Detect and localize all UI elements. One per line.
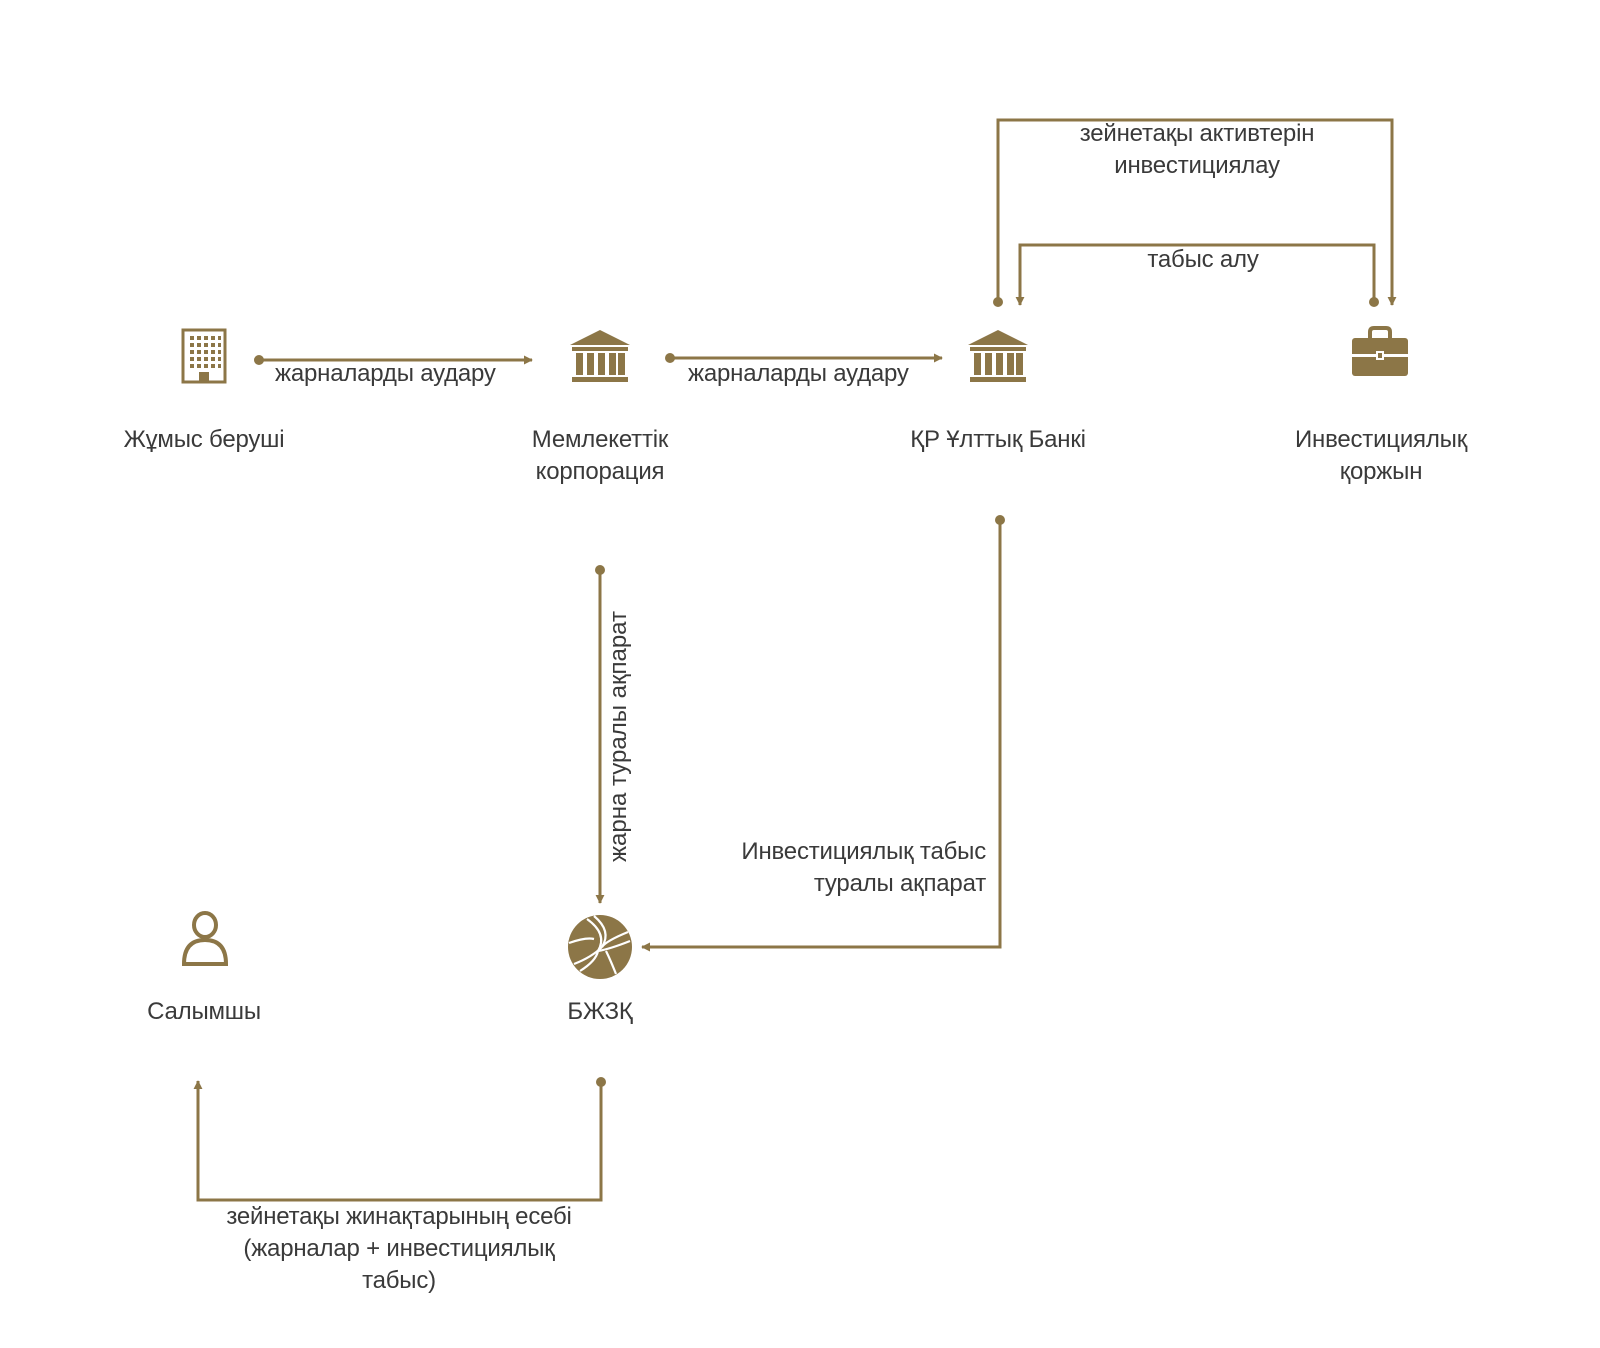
edge-corp-to-bank (665, 353, 943, 363)
edge-label-savings-account: зейнетақы жинақтарының есебі (жарналар +… (226, 1203, 572, 1294)
edge-label-invest-assets: зейнетақы активтерін инвестициялау (1079, 120, 1315, 179)
government-building-icon (570, 330, 630, 382)
office-building-icon (181, 328, 227, 384)
edge-receive-income (1015, 243, 1379, 307)
node-label-state-corp: Мемлекеттік корпорация (531, 426, 669, 485)
edge-label-employer-to-corp: жарналарды аудару (275, 360, 496, 387)
edge-label-contribution-info: жарна туралы ақпарат (605, 611, 632, 862)
edge-savings-account (193, 1077, 606, 1202)
edge-label-investment-income-info: Инвестициялық табыс туралы ақпарат (741, 838, 986, 897)
edge-label-receive-income: табыс алу (1147, 246, 1259, 273)
edge-invest-assets (993, 118, 1397, 307)
edge-label-corp-to-bank: жарналарды аудару (688, 360, 909, 387)
person-icon (181, 911, 229, 966)
briefcase-icon (1352, 326, 1408, 376)
edge-contribution-info (595, 565, 605, 904)
edge-employer-to-corp (254, 355, 533, 365)
bank-icon (968, 330, 1028, 382)
edge-investment-income-info (641, 515, 1005, 952)
node-label-depositor: Салымшы (147, 998, 261, 1025)
uapf-logo-icon (568, 915, 632, 979)
node-label-investment-portfolio: Инвестициялық қоржын (1294, 426, 1468, 485)
node-label-national-bank: ҚР Ұлттық Банкі (910, 426, 1086, 453)
node-label-uapf: БЖЗҚ (567, 998, 633, 1025)
node-label-employer: Жұмыс беруші (123, 426, 285, 453)
